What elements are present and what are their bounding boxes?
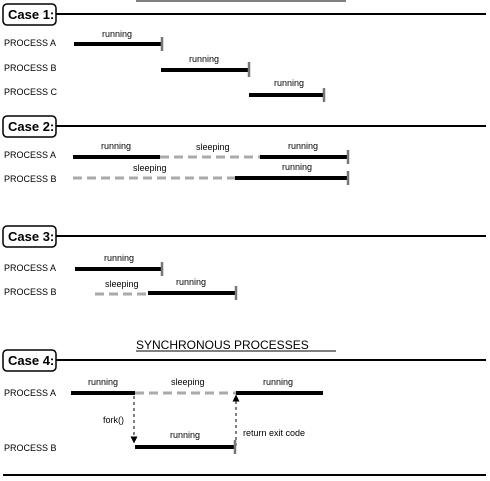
case-4-b-running-label: running: [170, 430, 200, 440]
case-3-b-sleeping-label: sleeping: [105, 279, 139, 289]
case-1-process-c-label: PROCESS C: [4, 87, 58, 97]
case-3-process-b-label: PROCESS B: [4, 287, 57, 297]
case-3-b-running-label: running: [176, 277, 206, 287]
case-4-process-a-label: PROCESS A: [4, 388, 56, 398]
case-4: SYNCHRONOUS PROCESSES Case 4: PROCESS A …: [2, 338, 486, 454]
synchronous-processes-heading: SYNCHRONOUS PROCESSES: [136, 338, 309, 352]
case-1-process-b-label: PROCESS B: [4, 63, 57, 73]
case-1: Case 1: PROCESS A running PROCESS B runn…: [2, 3, 486, 102]
case-2-b-running-label: running: [282, 162, 312, 172]
case-1-process-a-label: PROCESS A: [4, 38, 56, 48]
case-2-a-running-label-1: running: [101, 141, 131, 151]
case-2-a-sleeping-label: sleeping: [196, 142, 230, 152]
case-2-label: Case 2:: [8, 119, 54, 134]
case-1-b-running-label: running: [189, 54, 219, 64]
case-3: Case 3: PROCESS A running PROCESS B slee…: [2, 225, 486, 300]
fork-label: fork(): [103, 415, 124, 425]
case-3-label: Case 3:: [8, 229, 54, 244]
case-1-c-running-label: running: [274, 78, 304, 88]
case-2: Case 2: PROCESS A running sleeping runni…: [2, 115, 486, 185]
case-3-process-a-label: PROCESS A: [4, 263, 56, 273]
case-1-a-running-label: running: [102, 29, 132, 39]
return-exit-code-label: return exit code: [243, 428, 305, 438]
case-2-b-sleeping-label: sleeping: [133, 163, 167, 173]
case-2-a-running-label-2: running: [288, 141, 318, 151]
case-1-label: Case 1:: [8, 7, 54, 22]
case-3-a-running-label: running: [104, 253, 134, 263]
case-4-a-running-label-2: running: [263, 377, 293, 387]
case-4-process-b-label: PROCESS B: [4, 443, 57, 453]
case-2-process-b-label: PROCESS B: [4, 174, 57, 184]
case-4-a-running-label-1: running: [88, 377, 118, 387]
case-4-a-sleeping-label: sleeping: [171, 377, 205, 387]
case-4-label: Case 4:: [8, 353, 54, 368]
case-2-process-a-label: PROCESS A: [4, 150, 56, 160]
